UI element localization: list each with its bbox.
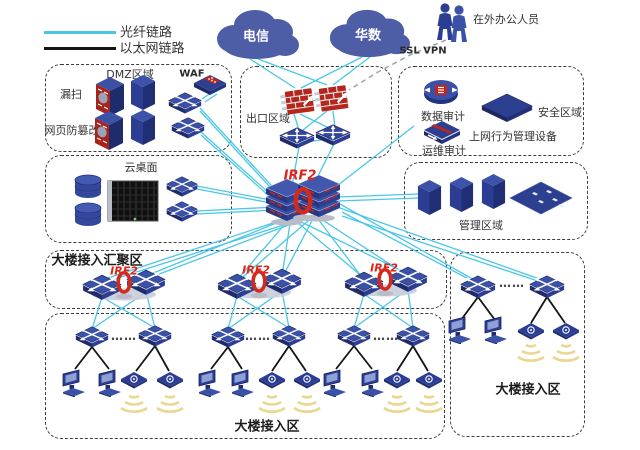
firewall-2 bbox=[313, 81, 353, 115]
aggr1-irf2-label-text: IRF2 bbox=[110, 264, 138, 278]
cloud-wasu-text: 华数 bbox=[354, 28, 382, 44]
core-irf2-label-text: IRF2 bbox=[283, 168, 317, 184]
access-switch-2 bbox=[137, 324, 173, 350]
wifi-signal-3 bbox=[254, 393, 290, 415]
ssl-vpn-label-text: SSL VPN bbox=[399, 45, 447, 57]
wifi-signal-2 bbox=[152, 393, 188, 415]
access-switch-3 bbox=[210, 325, 246, 351]
right-ap-2 bbox=[551, 322, 581, 340]
wifi-signal-5 bbox=[379, 393, 415, 415]
cloud-telecom-text: 电信 bbox=[242, 29, 270, 45]
wifi-signal-4 bbox=[289, 393, 325, 415]
desktop-switch-2 bbox=[165, 200, 199, 225]
pc-5 bbox=[321, 367, 349, 397]
ellipsis-right-text: …… bbox=[499, 276, 525, 290]
pc-3 bbox=[196, 367, 224, 397]
access-switch-1 bbox=[74, 325, 110, 351]
vuln-scanner-label-text: 漏扫 bbox=[60, 88, 82, 101]
aggr2-irf2-label-text: IRF2 bbox=[242, 263, 270, 277]
access-switch-6 bbox=[395, 324, 431, 350]
pc-6 bbox=[359, 367, 387, 397]
ops-audit-device bbox=[422, 120, 462, 146]
legend-ethernet-label-text: 以太网链路 bbox=[119, 41, 185, 57]
web-antitamper-label-text: 网页防篡改 bbox=[44, 124, 100, 137]
right-pc-1 bbox=[446, 314, 474, 344]
building-access-area-right-label: 大楼接入区 bbox=[495, 382, 561, 398]
legend-fiber-label-text: 光纤链路 bbox=[119, 25, 173, 41]
ellipsis-3-text: …… bbox=[373, 329, 399, 343]
right-wifi-signal-1 bbox=[513, 342, 549, 364]
legend-fiber-swatch bbox=[44, 29, 116, 35]
behavior-mgmt-label-text: 上网行为管理设备 bbox=[469, 130, 557, 143]
ap-2 bbox=[155, 371, 185, 389]
remote-workers-label-text: 在外办公人员 bbox=[473, 13, 539, 26]
mgmt-server-1 bbox=[416, 179, 443, 217]
storage-cylinder-2 bbox=[73, 200, 103, 228]
pc-4 bbox=[229, 367, 257, 397]
right-access-switch-2 bbox=[528, 274, 566, 302]
mgmt-server-2 bbox=[448, 176, 475, 214]
dmz-switch-1 bbox=[167, 91, 203, 117]
ellipsis-2-text: …… bbox=[245, 329, 271, 343]
data-audit-label-text: 数据审计 bbox=[421, 110, 465, 123]
right-pc-2 bbox=[482, 314, 510, 344]
data-audit-device bbox=[421, 77, 461, 107]
pc-2 bbox=[96, 367, 124, 397]
ellipsis-1-text: …… bbox=[111, 329, 137, 343]
mgmt-console-panel bbox=[508, 181, 574, 217]
core-irf-ring bbox=[292, 187, 314, 221]
legend-ethernet-swatch bbox=[44, 45, 116, 51]
ap-5 bbox=[382, 371, 412, 389]
wifi-signal-1 bbox=[116, 393, 152, 415]
egress-router-1 bbox=[278, 126, 316, 152]
desktop-switch-1 bbox=[165, 175, 199, 200]
access-switch-5 bbox=[336, 324, 372, 350]
ap-3 bbox=[257, 371, 287, 389]
right-access-switch-1 bbox=[459, 274, 497, 302]
aggr3-irf2-label-text: IRF2 bbox=[370, 261, 398, 275]
server-rack bbox=[105, 179, 161, 223]
waf-label-text: WAF bbox=[179, 68, 205, 80]
access-switch-4 bbox=[271, 324, 307, 350]
ap-6 bbox=[414, 371, 444, 389]
dmz-server-1 bbox=[129, 74, 157, 112]
mgmt-server-3 bbox=[480, 173, 507, 211]
ops-audit-label-text: 运维审计 bbox=[422, 144, 466, 157]
wifi-signal-6 bbox=[411, 393, 447, 415]
pc-1 bbox=[60, 367, 88, 397]
ap-4 bbox=[292, 371, 322, 389]
behavior-mgmt-device bbox=[480, 93, 534, 123]
dmz-server-2 bbox=[129, 109, 157, 147]
building-access-area-left-label: 大楼接入区 bbox=[234, 419, 300, 435]
ap-1 bbox=[119, 371, 149, 389]
cloud-desktop-area-label: 云桌面 bbox=[124, 161, 158, 174]
remote-workers bbox=[433, 2, 471, 42]
storage-cylinder-1 bbox=[73, 172, 103, 200]
right-ap-1 bbox=[516, 322, 546, 340]
security-area-region bbox=[398, 66, 584, 156]
right-wifi-signal-2 bbox=[548, 342, 584, 364]
dmz-appliance-2 bbox=[93, 110, 125, 152]
security-area-label: 安全区域 bbox=[538, 106, 582, 119]
firewall-1 bbox=[279, 84, 319, 118]
dmz-switch-2 bbox=[170, 116, 206, 142]
cloud-telecom: 电信 bbox=[210, 5, 302, 61]
dmz-appliance-1 bbox=[94, 76, 126, 118]
egress-router-2 bbox=[314, 123, 352, 149]
